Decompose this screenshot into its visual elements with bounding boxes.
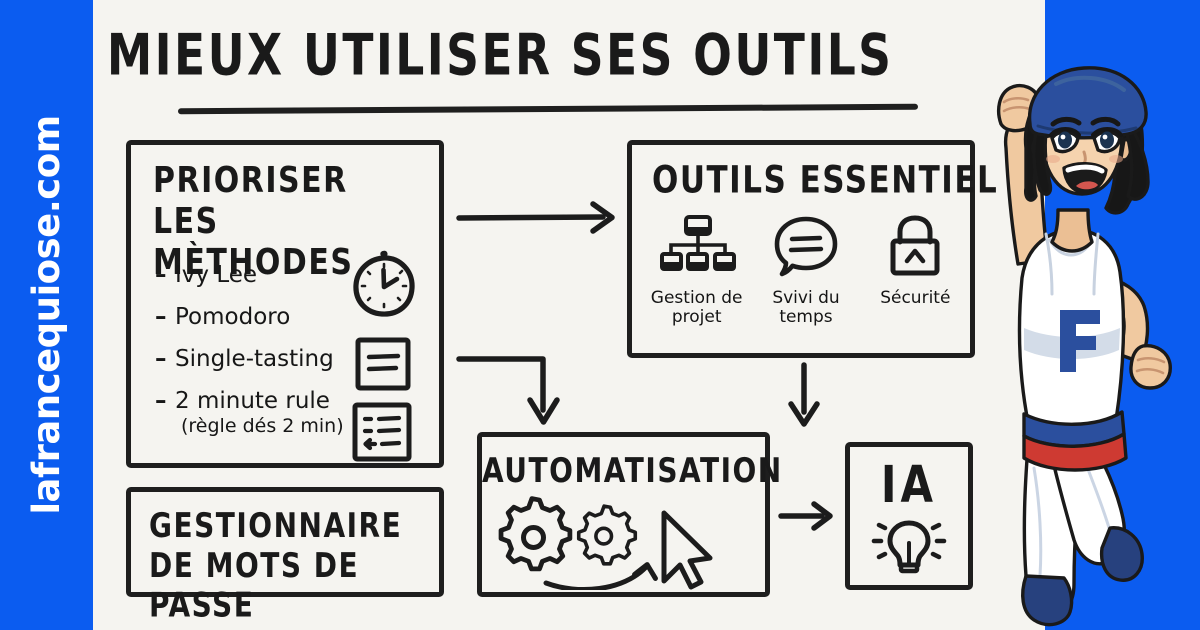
box-automatisation: AUTOMATISATION (477, 432, 783, 597)
arrow-methodes-to-outils (455, 195, 625, 245)
password-manager-title: GESTIONNAIRE DE MOTS DE PASSE (149, 506, 403, 625)
arrow-methodes-to-automatisation (455, 352, 595, 441)
list-item-label: Pomodoro (175, 304, 291, 331)
list-item: Svivi du temps (751, 211, 860, 326)
list-item-label: Single-tasting (175, 346, 334, 373)
list-item: – Single-tasting (155, 347, 395, 371)
list-item: – Ivy Lee (155, 263, 395, 287)
list-item-label: Svivi du temps (772, 288, 840, 327)
list-item: – Pomodoro (155, 305, 395, 329)
left-brand-bar: lafrancequiose.com (0, 0, 93, 630)
box-prioriser-methodes: PRIORISER LES MÈTHODES – Ivy Lee – Pomod… (126, 140, 444, 468)
outils-items: Gestion de projet Svivi du temps (642, 211, 970, 326)
note-card-icon (353, 335, 415, 399)
list-item: Sécurité (861, 211, 970, 326)
org-chart-icon (657, 211, 737, 283)
list-item-sub-text: (règle dés 2 min) (181, 414, 344, 437)
padlock-icon (884, 211, 946, 283)
arrow-automatisation-to-ia (778, 495, 844, 541)
box-outils-essentiel: OUTILS ESSENTIEL (627, 140, 997, 358)
page-title: MIEUX UTILISER SES OUTILS (106, 22, 894, 90)
cursor-icon (661, 510, 713, 590)
dash-bullet: – (155, 262, 167, 288)
dash-bullet: – (155, 346, 167, 373)
curved-arrow-icon (543, 562, 658, 593)
list-item: – 2 minute rule (règle dés 2 min) (155, 389, 395, 436)
dash-bullet: – (155, 304, 167, 331)
methodes-list: – Ivy Lee – Pomodoro – Single-tasting – … (155, 263, 395, 455)
automatisation-title: AUTOMATISATION (482, 451, 783, 491)
list-item: Gestion de projet (642, 211, 751, 326)
box-gestionnaire-mots-de-passe: GESTIONNAIRE DE MOTS DE PASSE (126, 487, 444, 625)
list-item-label: 2 minute rule (règle dés 2 min) (175, 389, 344, 436)
ia-title: IA (880, 455, 938, 514)
dash-bullet: – (155, 388, 167, 415)
site-url-label: lafrancequiose.com (25, 115, 68, 515)
stopwatch-icon (347, 245, 419, 327)
arrow-outils-to-ia (780, 362, 828, 438)
gear-icon (498, 496, 573, 572)
speech-bubble-icon (771, 211, 841, 283)
list-item-label: Sécurité (880, 288, 951, 308)
list-item-label: Gestion de projet (650, 288, 743, 327)
mascot-character (900, 28, 1200, 630)
gear-icon (576, 504, 638, 566)
checklist-icon (349, 400, 417, 470)
automatisation-illustration (498, 495, 760, 593)
box-ia: IA (845, 442, 973, 590)
list-item-main-text: 2 minute rule (175, 388, 330, 415)
methodes-title: PRIORISER LES MÈTHODES (153, 159, 354, 284)
outils-title: OUTILS ESSENTIEL (652, 159, 999, 203)
list-item-label: Ivy Lee (175, 262, 258, 288)
lightbulb-icon (850, 509, 968, 579)
